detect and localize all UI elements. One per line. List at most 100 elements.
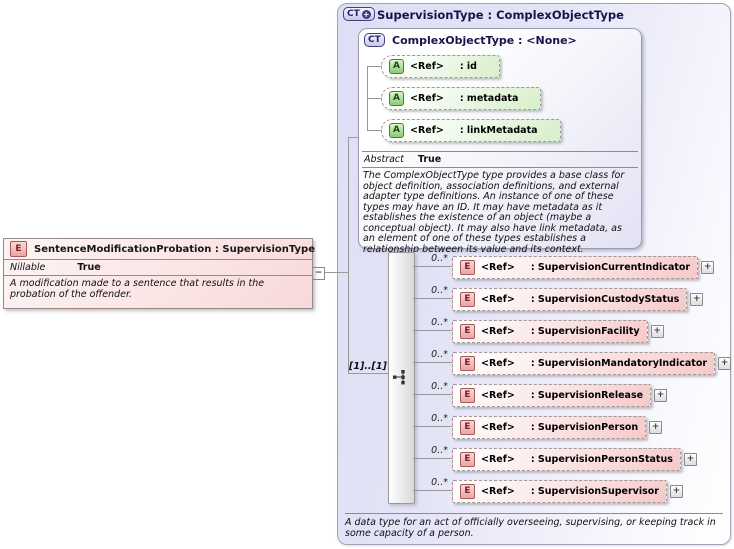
divider (345, 513, 723, 514)
attribute-row-metadata: A <Ref> : metadata (367, 86, 542, 110)
expand-icon[interactable]: + (649, 420, 663, 434)
expand-icon[interactable]: + (650, 324, 664, 338)
attribute-name: : id (459, 60, 477, 72)
attribute-ref: <Ref> (410, 124, 444, 136)
element-row: 0..* E <Ref> : SupervisionPerson + (413, 413, 663, 439)
type-box-title: SupervisionType : ComplexObjectType (377, 8, 624, 22)
element-row: 0..* E <Ref> : SupervisionPersonStatus + (413, 445, 697, 471)
element-ref: <Ref> (481, 421, 515, 433)
element-icon: E (460, 259, 475, 275)
sequence-group-bar (388, 252, 415, 504)
element-icon: E (460, 451, 475, 467)
element-header: E SentenceModificationProbation : Superv… (4, 239, 315, 259)
element-ref: <Ref> (481, 261, 515, 273)
element-box-sentence-modification-probation[interactable]: E SentenceModificationProbation : Superv… (3, 238, 315, 309)
cardinality-label: 0..* (431, 413, 448, 424)
collapse-glyph: − (314, 268, 323, 278)
attribute-icon: A (389, 58, 404, 74)
attribute-ref: <Ref> (410, 60, 444, 72)
collapse-icon[interactable]: − (312, 267, 325, 280)
element-row: 0..* E <Ref> : SupervisionCustodyStatus … (413, 285, 704, 311)
element-ref: <Ref> (481, 485, 515, 497)
element-ref: <Ref> (481, 293, 515, 305)
connector-line (413, 266, 452, 267)
element-icon: E (460, 291, 475, 307)
element-name: : SupervisionMandatoryIndicator (530, 357, 708, 369)
attribute-name: : linkMetadata (459, 124, 538, 136)
element-name: : SupervisionPersonStatus (530, 453, 673, 465)
connector: 0..* (413, 477, 452, 502)
nillable-property-row: Nillable True (4, 259, 312, 275)
expand-icon[interactable]: + (669, 484, 683, 498)
element-box-supervision-supervisor[interactable]: E <Ref> : SupervisionSupervisor (452, 479, 667, 503)
property-value: True (417, 154, 442, 165)
base-type-description: The ComplexObjectType type provides a ba… (363, 170, 625, 255)
connector-line (413, 362, 452, 363)
expand-icon[interactable]: + (690, 292, 704, 306)
element-name: : SupervisionRelease (530, 389, 644, 401)
derived-plus-icon: + (361, 9, 371, 19)
element-box-supervision-person[interactable]: E <Ref> : SupervisionPerson (452, 415, 647, 439)
connector: 0..* (413, 285, 452, 310)
expand-icon[interactable]: + (701, 260, 715, 274)
element-box-supervision-current-indicator[interactable]: E <Ref> : SupervisionCurrentIndicator (452, 255, 699, 279)
element-icon: E (460, 323, 475, 339)
element-title: SentenceModificationProbation : Supervis… (34, 243, 315, 255)
element-icon: E (460, 483, 475, 499)
cardinality-label: 0..* (431, 285, 448, 296)
cardinality-label: 0..* (431, 477, 448, 488)
cardinality-label: 0..* (431, 317, 448, 328)
expand-icon[interactable]: + (718, 356, 732, 370)
connector-line (367, 129, 381, 131)
attribute-box-link-metadata[interactable]: A <Ref> : linkMetadata (381, 118, 561, 142)
element-box-supervision-release[interactable]: E <Ref> : SupervisionRelease (452, 383, 652, 407)
property-value: True (77, 262, 101, 273)
connector: 0..* (413, 445, 452, 470)
element-box-supervision-person-status[interactable]: E <Ref> : SupervisionPersonStatus (452, 447, 681, 471)
cardinality-label: 0..* (431, 349, 448, 360)
connector: 0..* (413, 349, 452, 374)
connector: 0..* (413, 381, 452, 406)
connector: 0..* (413, 253, 452, 278)
connector-line (413, 330, 452, 331)
element-ref: <Ref> (481, 325, 515, 337)
element-box-supervision-mandatory-indicator[interactable]: E <Ref> : SupervisionMandatoryIndicator (452, 351, 716, 375)
element-name: : SupervisionSupervisor (530, 485, 659, 497)
attribute-box-id[interactable]: A <Ref> : id (381, 54, 500, 78)
connector-line (348, 137, 358, 138)
attribute-row-id: A <Ref> : id (367, 54, 500, 78)
element-row: 0..* E <Ref> : SupervisionSupervisor + (413, 477, 683, 503)
attribute-row-link-metadata: A <Ref> : linkMetadata (367, 118, 561, 142)
abstract-property-row: Abstract True (362, 151, 638, 168)
element-row: 0..* E <Ref> : SupervisionFacility + (413, 317, 664, 343)
base-type-title: ComplexObjectType : <None> (392, 34, 577, 47)
connector-line (348, 137, 349, 373)
connector: 0..* (413, 317, 452, 342)
connector: 0..* (413, 413, 452, 438)
cardinality-label: 0..* (431, 253, 448, 264)
element-ref: <Ref> (481, 389, 515, 401)
complex-type-plus-icon: CT+ (343, 7, 375, 21)
expand-icon[interactable]: + (683, 452, 697, 466)
complex-type-icon: CT (364, 33, 385, 47)
element-description: A modification made to a sentence that r… (4, 275, 312, 308)
property-name: Nillable (10, 262, 46, 273)
connector-line (367, 97, 381, 99)
attribute-ref: <Ref> (410, 92, 444, 104)
element-name: : SupervisionCustodyStatus (530, 293, 680, 305)
complex-type-icon-label: CT (347, 9, 360, 19)
element-row: 0..* E <Ref> : SupervisionCurrentIndicat… (413, 253, 715, 279)
connector-line (413, 490, 452, 491)
cardinality-label: 0..* (431, 381, 448, 392)
element-box-supervision-facility[interactable]: E <Ref> : SupervisionFacility (452, 319, 648, 343)
element-name: : SupervisionCurrentIndicator (530, 261, 691, 273)
sequence-cardinality: [1]..[1] (349, 361, 387, 372)
connector-line (348, 373, 388, 374)
connector-line (310, 272, 348, 273)
element-row: 0..* E <Ref> : SupervisionMandatoryIndic… (413, 349, 732, 375)
attribute-box-metadata[interactable]: A <Ref> : metadata (381, 86, 542, 110)
expand-icon[interactable]: + (654, 388, 668, 402)
element-icon: E (460, 419, 475, 435)
element-box-supervision-custody-status[interactable]: E <Ref> : SupervisionCustodyStatus (452, 287, 688, 311)
